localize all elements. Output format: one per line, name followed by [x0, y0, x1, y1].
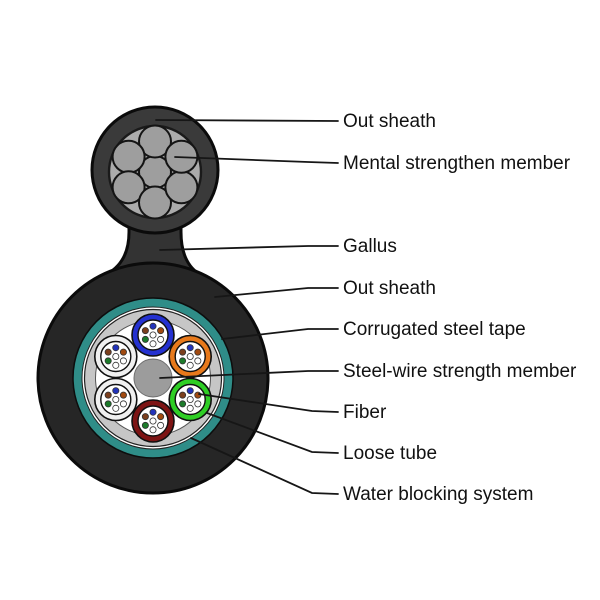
fiber-dot: [179, 348, 187, 356]
leader-steel-wire-strength-member: [159, 370, 339, 379]
fiber-dot: [149, 408, 157, 416]
label-mental-strengthen-member: Mental strengthen member: [343, 153, 571, 174]
fiber-dot: [149, 426, 157, 434]
strand-wire: [138, 185, 172, 220]
label-out-sheath-top: Out sheath: [343, 111, 436, 132]
fiber-dot: [186, 361, 194, 369]
label-fiber: Fiber: [343, 402, 387, 423]
label-water-blocking-system: Water blocking system: [343, 484, 533, 505]
fiber-dot: [194, 357, 202, 365]
fiber-dot: [149, 340, 157, 348]
loose-tube-darkred: [131, 399, 175, 443]
fiber-dot: [194, 400, 202, 408]
fiber-dot: [157, 413, 165, 421]
strand-wire: [138, 124, 172, 159]
fiber-dot: [119, 357, 127, 365]
fiber-dot: [119, 348, 127, 356]
leader-gallus: [159, 245, 339, 251]
loose-tube-orange: [168, 334, 212, 379]
label-out-sheath-main: Out sheath: [343, 278, 436, 299]
fiber-dot: [149, 417, 157, 425]
label-gallus: Gallus: [343, 236, 397, 257]
strand-wire: [111, 139, 146, 174]
leader-loose-tube: [206, 412, 339, 454]
fiber-dot: [194, 348, 202, 356]
fiber-dot: [112, 344, 120, 352]
fiber-dot: [112, 353, 120, 360]
cable-section: [36, 261, 270, 495]
loose-tube-blue: [131, 313, 175, 357]
fiber-dot: [186, 396, 194, 403]
fiber-dot: [186, 387, 194, 395]
leader-out-sheath-top: [155, 119, 339, 122]
leader-corrugated-steel-tape: [221, 328, 339, 340]
fiber-dot: [179, 400, 187, 408]
leader-lines: [155, 119, 339, 495]
fiber-dot: [141, 421, 149, 429]
label-steel-wire-strength-member: Steel-wire strength member: [343, 361, 577, 382]
fiber-dot: [149, 331, 157, 339]
leader-mental-strengthen-member: [174, 156, 339, 164]
label-loose-tube: Loose tube: [343, 443, 437, 464]
fiber-dot: [157, 327, 165, 335]
fiber-dot: [112, 396, 120, 403]
loose-tube-green: [168, 377, 212, 422]
fiber-dot: [141, 335, 149, 343]
fiber-dot: [112, 387, 120, 395]
strand-wires: [111, 124, 199, 220]
fiber-dot: [186, 404, 194, 412]
fiber-dot: [104, 400, 112, 408]
fiber-dot: [104, 391, 112, 399]
fiber-dot: [104, 357, 112, 365]
loose-tube-white-upper: [94, 334, 138, 379]
fiber-dot: [157, 421, 165, 429]
fiber-dot: [157, 335, 165, 343]
fiber-dot: [179, 357, 187, 365]
labels: Out sheath Mental strengthen member Gall…: [343, 111, 577, 505]
label-corrugated-steel-tape: Corrugated steel tape: [343, 319, 526, 340]
fiber-dot: [119, 400, 127, 408]
fiber-dot: [112, 404, 120, 412]
strand-wire: [111, 170, 146, 205]
fiber-dot: [112, 361, 120, 369]
fiber-dot: [186, 353, 194, 360]
fiber-dot: [186, 344, 194, 352]
messenger-section: [90, 105, 220, 235]
fiber-dot: [119, 391, 127, 399]
leader-water-blocking-system: [190, 437, 339, 495]
fiber-dot: [104, 348, 112, 356]
leader-fiber: [198, 393, 339, 413]
fiber-dot: [149, 322, 157, 330]
leader-out-sheath-main: [214, 287, 339, 298]
fiber-dot: [194, 391, 202, 399]
strand-wire: [164, 170, 199, 205]
fiber-dot: [141, 327, 149, 335]
fiber-dot: [141, 413, 149, 421]
loose-tube-white-lower: [94, 377, 138, 422]
fiber-dot: [179, 391, 187, 399]
